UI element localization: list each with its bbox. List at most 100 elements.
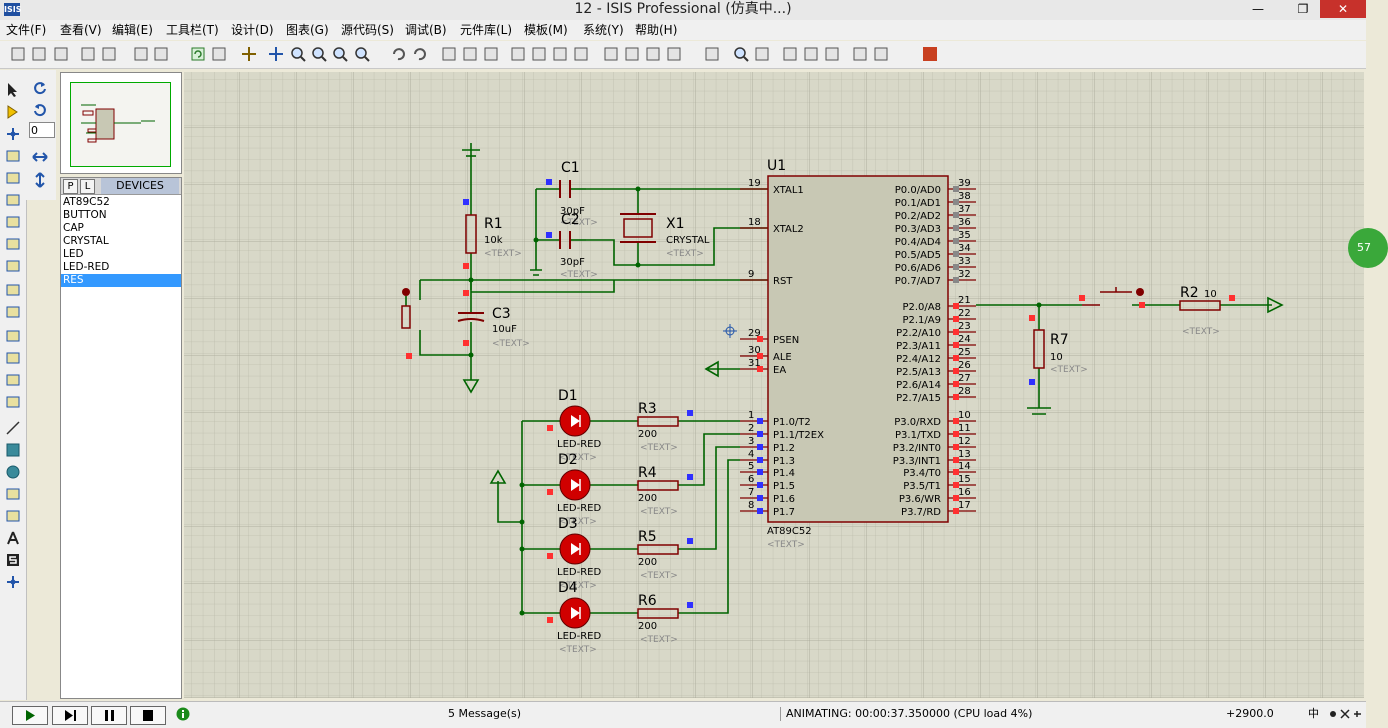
stop-button[interactable] [130,706,166,725]
origin-icon[interactable] [241,46,257,62]
zoom-area-icon[interactable] [354,46,370,62]
menu-item-1[interactable]: 查看(V) [60,23,102,37]
virtual-instruments-icon[interactable] [5,394,21,410]
minimize-icon[interactable]: — [1252,2,1264,16]
component-mode-icon[interactable] [5,104,21,120]
package-icon[interactable] [645,46,661,62]
menu-item-8[interactable]: 元件库(L) [460,23,513,37]
decompose-icon[interactable] [666,46,682,62]
junction-dot-icon[interactable] [5,126,21,142]
pick-devices-button[interactable]: P [63,179,78,194]
save-file-icon[interactable] [53,46,69,62]
zoom-out-icon[interactable] [311,46,327,62]
property-assign-icon[interactable] [754,46,770,62]
close-icon[interactable]: ✕ [1320,0,1366,18]
voltage-probe-icon[interactable] [5,350,21,366]
menu-item-0[interactable]: 文件(F) [6,23,47,37]
tape-recorder-icon[interactable] [5,304,21,320]
grid-icon[interactable] [211,46,227,62]
device-item[interactable]: CRYSTAL [63,235,109,247]
mirror-y-icon[interactable] [32,172,48,188]
output-button[interactable] [1082,287,1132,306]
overview-window[interactable] [60,72,182,174]
generator-icon[interactable] [5,328,21,344]
resistor-r3[interactable] [637,416,679,427]
mirror-x-icon[interactable] [32,150,48,164]
bus-icon[interactable] [5,192,21,208]
zoom-all-icon[interactable] [332,46,348,62]
undo-icon[interactable] [390,46,406,62]
messages-count[interactable]: 5 Message(s) [448,707,522,720]
capacitor-c1[interactable] [559,180,571,198]
resistor-r4[interactable] [637,480,679,491]
import-icon[interactable] [80,46,96,62]
remove-sheet-icon[interactable] [803,46,819,62]
library-manager-button[interactable]: L [80,179,95,194]
subcircuit-icon[interactable] [5,214,21,230]
search-tag-icon[interactable] [733,46,749,62]
step-button[interactable] [52,706,88,725]
marker-2d-icon[interactable] [5,574,21,590]
pause-button[interactable] [91,706,127,725]
menu-item-4[interactable]: 设计(D) [231,23,274,37]
print-icon[interactable] [133,46,149,62]
refresh-icon[interactable] [190,46,206,62]
paste-icon[interactable] [483,46,499,62]
mcu-u1[interactable] [767,175,949,523]
copy-icon[interactable] [462,46,478,62]
block-rotate-icon[interactable] [552,46,568,62]
resistor-r7[interactable] [1033,329,1045,369]
device-item[interactable]: AT89C52 [63,196,110,208]
restore-icon[interactable]: ❐ [1297,2,1309,16]
menu-item-9[interactable]: 模板(M) [524,23,568,37]
goto-sheet-icon[interactable] [824,46,840,62]
device-item[interactable]: BUTTON [63,209,107,221]
wire-label-icon[interactable] [5,148,21,164]
device-pins-icon[interactable] [5,258,21,274]
current-probe-icon[interactable] [5,372,21,388]
graph-icon[interactable] [5,282,21,298]
rotate-anticlockwise-icon[interactable] [32,102,48,118]
electrical-check-icon[interactable] [873,46,889,62]
wire[interactable] [497,481,522,523]
new-sheet-icon[interactable] [782,46,798,62]
circle-2d-icon[interactable] [5,464,21,480]
print-area-icon[interactable] [153,46,169,62]
menu-item-6[interactable]: 源代码(S) [341,23,394,37]
text-2d-icon[interactable] [5,530,21,546]
rotation-angle-input[interactable] [29,122,55,138]
ime-tools-icon[interactable] [1327,708,1363,720]
resistor-r6[interactable] [637,608,679,619]
pan-icon[interactable] [268,46,284,62]
device-item[interactable]: RES [61,274,181,287]
info-icon[interactable] [176,707,190,721]
make-device-icon[interactable] [624,46,640,62]
export-icon[interactable] [101,46,117,62]
device-item[interactable]: LED-RED [63,261,110,273]
pick-device-icon[interactable] [603,46,619,62]
resistor-r1[interactable] [465,214,477,254]
wire[interactable] [419,330,471,356]
reset-button[interactable] [401,305,411,329]
selection-mode-icon[interactable] [5,82,21,98]
line-2d-icon[interactable] [5,420,21,436]
bill-of-materials-icon[interactable] [852,46,868,62]
menu-item-3[interactable]: 工具栏(T) [166,23,219,37]
menu-item-2[interactable]: 编辑(E) [112,23,153,37]
new-file-icon[interactable] [10,46,26,62]
resistor-r5[interactable] [637,544,679,555]
wire[interactable] [678,459,740,614]
rotate-clockwise-icon[interactable] [32,80,48,96]
open-file-icon[interactable] [31,46,47,62]
wire-autoroute-icon[interactable] [704,46,720,62]
menu-item-5[interactable]: 图表(G) [286,23,329,37]
arc-2d-icon[interactable] [5,486,21,502]
capacitor-c2[interactable] [559,231,571,249]
crystal-x1[interactable] [623,218,653,238]
play-button[interactable] [12,706,48,725]
wire[interactable] [678,433,740,486]
capacitor-c3[interactable] [457,312,485,322]
zoom-in-icon[interactable] [290,46,306,62]
